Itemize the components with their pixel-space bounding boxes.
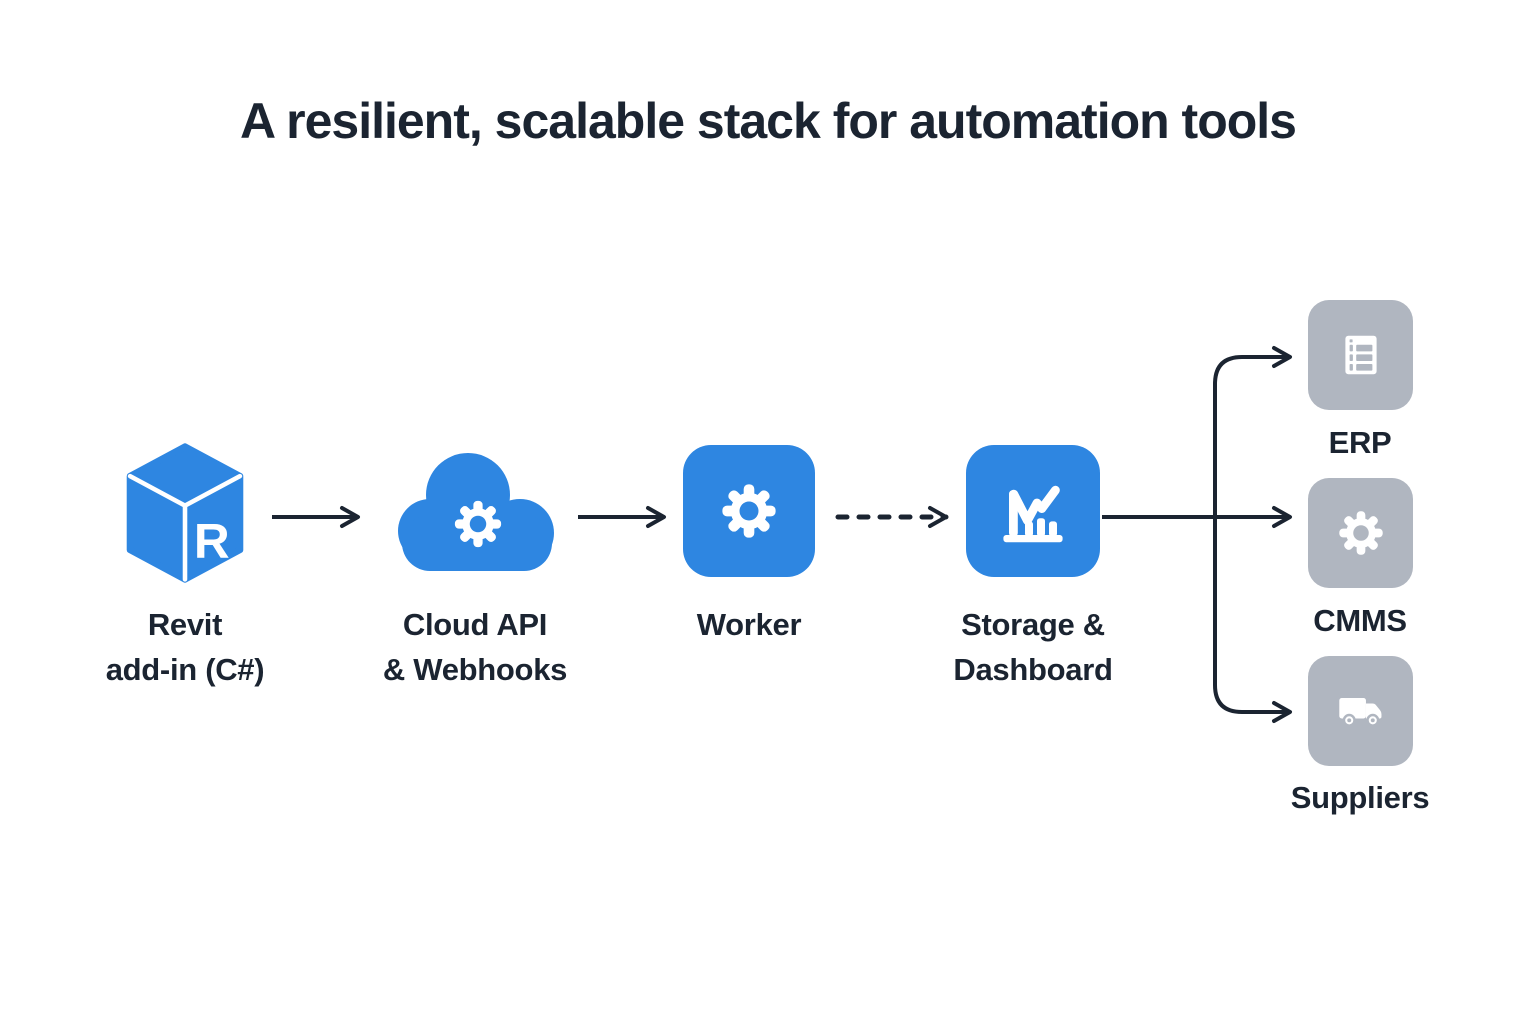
revit-cube-icon: R — [126, 443, 244, 583]
cloud-gear-icon — [398, 453, 554, 571]
list-icon — [1344, 335, 1377, 375]
cloud-api-label: Cloud API & Webhooks — [382, 607, 568, 687]
revit-label: Revit add-in (C#) — [105, 607, 265, 687]
storage-dashboard-node — [966, 445, 1100, 577]
worker-label: Worker — [696, 607, 802, 642]
suppliers-node — [1308, 656, 1413, 766]
gear-icon — [1338, 511, 1383, 555]
diagram-title: A resilient, scalable stack for automati… — [239, 93, 1297, 149]
suppliers-label: Suppliers — [1290, 780, 1430, 815]
worker-node — [683, 445, 815, 577]
bar-line-chart-icon — [1003, 485, 1063, 543]
svg-text:R: R — [194, 513, 230, 569]
truck-icon — [1338, 697, 1381, 727]
gear-icon — [722, 484, 776, 538]
storage-label: Storage & Dashboard — [953, 607, 1113, 687]
erp-node — [1308, 300, 1413, 410]
erp-label: ERP — [1328, 425, 1392, 460]
connector-storage-erp — [1213, 346, 1292, 517]
cmms-label: CMMS — [1313, 603, 1407, 638]
connector-storage-suppliers — [1213, 517, 1292, 723]
cmms-node — [1308, 478, 1413, 588]
